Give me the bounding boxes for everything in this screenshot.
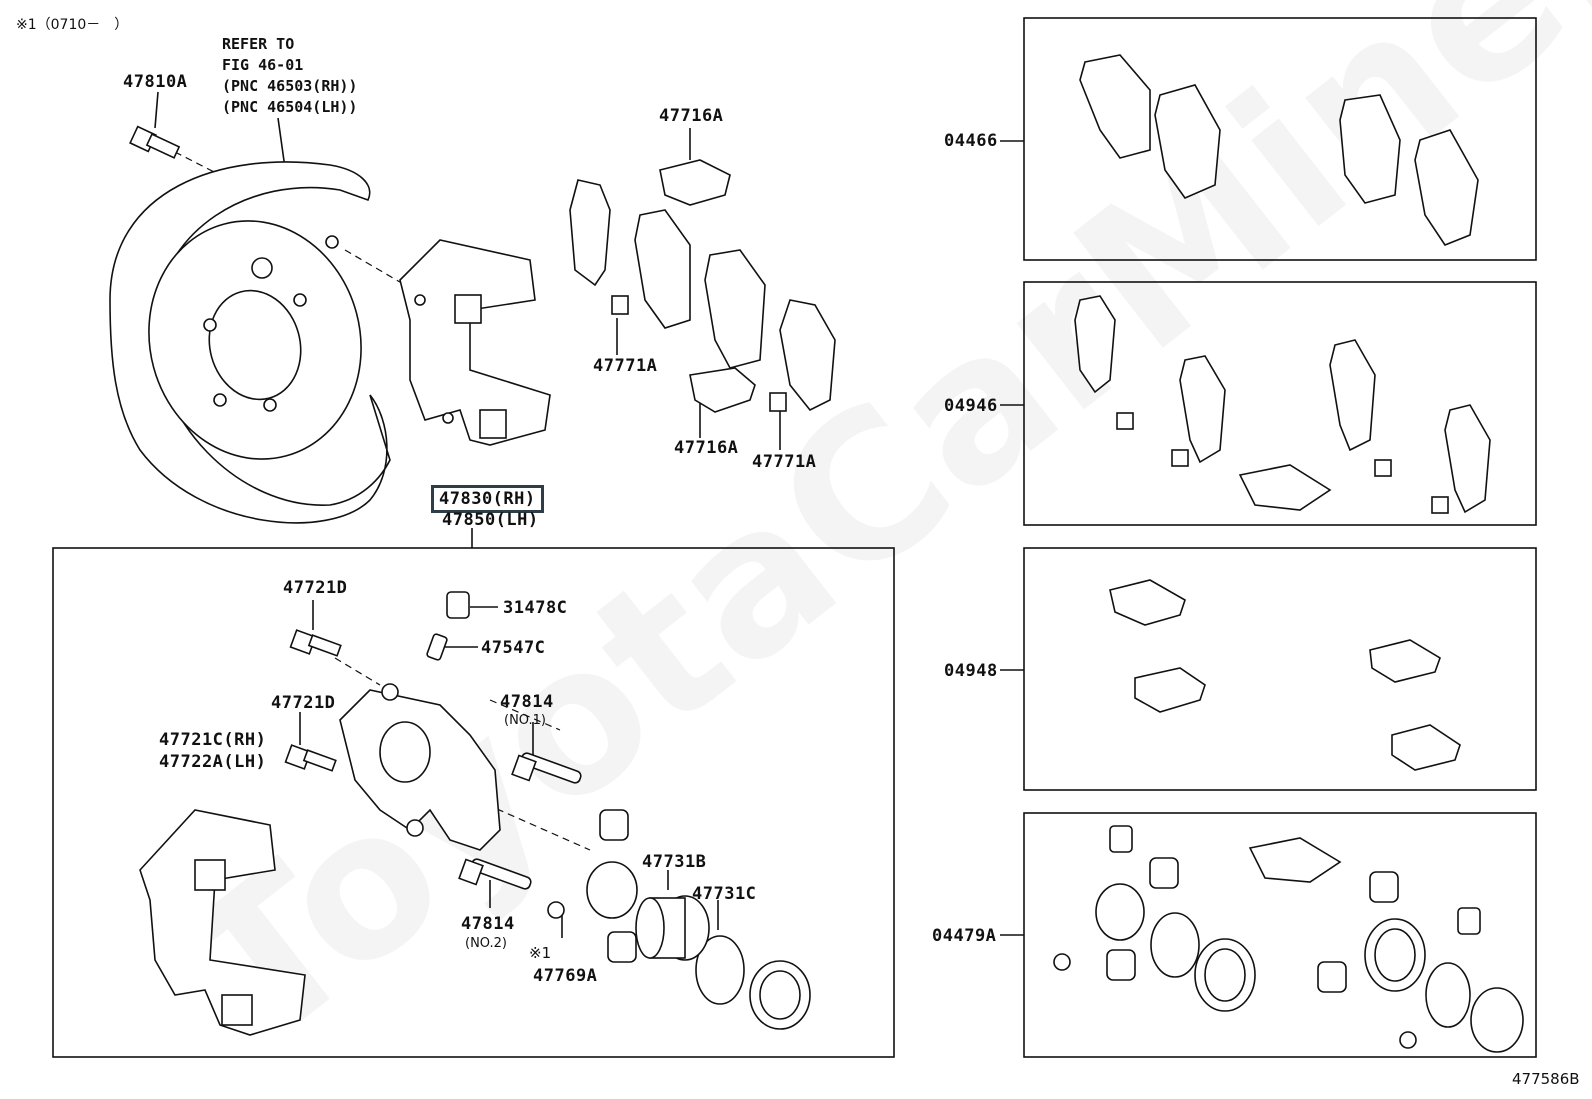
- bolt-47810A[interactable]: [129, 125, 181, 159]
- label-47814-no1[interactable]: 47814: [500, 692, 554, 712]
- label-47716A-bottom[interactable]: 47716A: [674, 438, 739, 458]
- caliper-assembly-box[interactable]: [52, 547, 895, 1058]
- label-47814-no1-sub: (NO.1): [504, 713, 546, 728]
- piston-47731B[interactable]: [635, 895, 710, 961]
- label-47731C[interactable]: 47731C: [692, 884, 757, 904]
- kit-box-04946[interactable]: [1023, 281, 1537, 526]
- label-47810A[interactable]: 47810A: [123, 72, 188, 92]
- pin-boots[interactable]: [599, 809, 637, 963]
- slide-pin-47814-no1[interactable]: [511, 752, 582, 784]
- label-47721D-mid[interactable]: 47721D: [271, 693, 336, 713]
- figure-id: 477586B: [1512, 1070, 1580, 1088]
- brake-pads-top-group[interactable]: [569, 159, 836, 413]
- kit-label-04479A[interactable]: 04479A: [932, 926, 997, 946]
- caliper-mounting-bracket[interactable]: [139, 809, 306, 1036]
- label-47721D-top[interactable]: 47721D: [283, 578, 348, 598]
- label-31478C[interactable]: 31478C: [503, 598, 568, 618]
- cap-31478C[interactable]: [446, 591, 470, 619]
- kit-label-04948[interactable]: 04948: [944, 661, 998, 681]
- boot-47769A[interactable]: [547, 901, 565, 919]
- kit-box-04466[interactable]: [1023, 17, 1537, 261]
- bleeder-plug-47547C[interactable]: [426, 633, 448, 661]
- kit-contents-04466: [1079, 54, 1479, 246]
- dust-shield[interactable]: [109, 161, 391, 524]
- label-47814-no2-sub: (NO.2): [465, 936, 507, 951]
- label-47769A[interactable]: 47769A: [533, 966, 598, 986]
- bolt-47721D-top[interactable]: [289, 629, 342, 657]
- note-code: ※1（0710－ ）: [16, 17, 129, 33]
- label-47850LH[interactable]: 47850(LH): [442, 510, 539, 530]
- bolt-47721D-mid[interactable]: [284, 744, 337, 772]
- caliper-body[interactable]: [339, 683, 501, 851]
- kit-contents-04479A: [1053, 825, 1524, 1053]
- label-47771A-left[interactable]: 47771A: [593, 356, 658, 376]
- label-47771A-right[interactable]: 47771A: [752, 452, 817, 472]
- kit-contents-04946: [1074, 295, 1491, 514]
- kit-label-04946[interactable]: 04946: [944, 396, 998, 416]
- label-47722A-LH[interactable]: 47722A(LH): [159, 752, 267, 772]
- label-47721C-RH[interactable]: 47721C(RH): [159, 730, 267, 750]
- label-47547C[interactable]: 47547C: [481, 638, 546, 658]
- label-47830RH[interactable]: 47830(RH): [431, 485, 544, 513]
- refer-note: REFER TO FIG 46-01 (PNC 46503(RH)) (PNC …: [222, 35, 358, 116]
- slide-pin-47814-no2[interactable]: [458, 858, 532, 890]
- label-47731B[interactable]: 47731B: [642, 852, 707, 872]
- kit-label-04466[interactable]: 04466: [944, 131, 998, 151]
- label-47716A-top[interactable]: 47716A: [659, 106, 724, 126]
- kit-box-04948[interactable]: [1023, 547, 1537, 791]
- label-note-mark: ※1: [529, 944, 552, 962]
- label-47814-no2[interactable]: 47814: [461, 914, 515, 934]
- caliper-mounting-bracket-top[interactable]: [399, 239, 551, 446]
- seal-rings[interactable]: [586, 861, 811, 1030]
- kit-contents-04948: [1109, 579, 1461, 771]
